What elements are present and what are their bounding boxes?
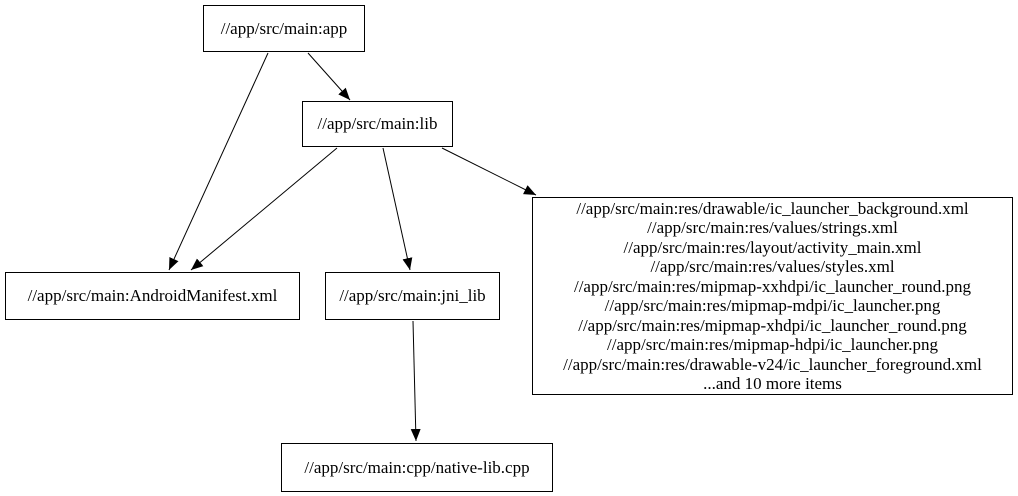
edge-lib-to-resources bbox=[441, 147, 537, 196]
node-jni-lib: //app/src/main:jni_lib bbox=[325, 272, 500, 320]
resource-item-label: //app/src/main:res/mipmap-xxhdpi/ic_laun… bbox=[573, 276, 972, 296]
node-lib: //app/src/main:lib bbox=[302, 101, 453, 147]
resource-item-label: //app/src/main:res/mipmap-hdpi/ic_launch… bbox=[607, 335, 938, 354]
edge-lib-to-manifest bbox=[190, 147, 338, 271]
edge-app-to-manifest bbox=[168, 52, 269, 271]
node-android-manifest: //app/src/main:AndroidManifest.xml bbox=[5, 272, 300, 320]
node-android-manifest-label: //app/src/main:AndroidManifest.xml bbox=[27, 286, 278, 306]
node-app: //app/src/main:app bbox=[203, 5, 365, 52]
node-native-lib-cpp-label: //app/src/main:cpp/native-lib.cpp bbox=[304, 457, 530, 477]
node-app-label: //app/src/main:app bbox=[220, 18, 348, 38]
edge-app-to-lib bbox=[307, 52, 351, 101]
resource-item-label: //app/src/main:res/mipmap-mdpi/ic_launch… bbox=[604, 296, 941, 315]
resource-item-label: //app/src/main:res/drawable/ic_launcher_… bbox=[576, 198, 969, 218]
edge-jni-lib-to-cpp bbox=[410, 320, 421, 442]
node-native-lib-cpp: //app/src/main:cpp/native-lib.cpp bbox=[281, 443, 553, 492]
resource-item-label: //app/src/main:res/values/strings.xml bbox=[647, 218, 898, 237]
node-lib-label: //app/src/main:lib bbox=[317, 114, 438, 134]
edge-lib-to-jni-lib bbox=[382, 147, 413, 271]
node-jni-lib-label: //app/src/main:jni_lib bbox=[339, 286, 486, 306]
resource-item-label: //app/src/main:res/values/styles.xml bbox=[650, 257, 895, 276]
resource-item-label: //app/src/main:res/drawable-v24/ic_launc… bbox=[563, 354, 982, 374]
resource-more-items-label: ...and 10 more items bbox=[703, 374, 842, 393]
resource-item-label: //app/src/main:res/mipmap-xhdpi/ic_launc… bbox=[578, 315, 967, 335]
node-resource-group: //app/src/main:res/drawable/ic_launcher_… bbox=[532, 197, 1013, 395]
resource-item-label: //app/src/main:res/layout/activity_main.… bbox=[623, 237, 922, 257]
